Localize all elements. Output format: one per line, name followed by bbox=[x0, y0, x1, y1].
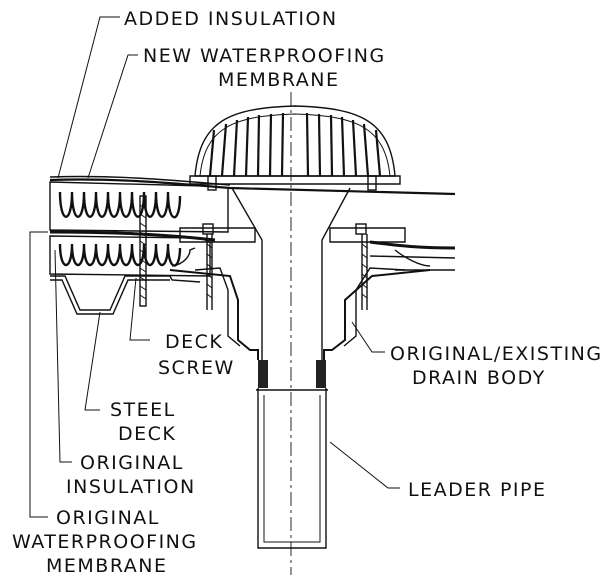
new-membrane-line bbox=[49, 178, 456, 196]
label-leader-pipe: LEADER PIPE bbox=[408, 479, 547, 501]
label-original-insulation-line2: INSULATION bbox=[66, 476, 196, 498]
label-deck-screw-line1: DECK bbox=[165, 331, 223, 353]
label-new-membrane-line1: NEW WATERPROOFING bbox=[143, 45, 386, 67]
label-drain-body-line2: DRAIN BODY bbox=[412, 367, 546, 389]
seal-right bbox=[316, 360, 326, 388]
deck-screw bbox=[139, 195, 147, 307]
steel-deck-profile bbox=[50, 275, 201, 311]
dome-strainer bbox=[189, 105, 401, 191]
drain-insert bbox=[231, 187, 351, 360]
leader-lines bbox=[29, 16, 400, 518]
label-new-membrane-line2: MEMBRANE bbox=[218, 69, 339, 91]
leader-pipe bbox=[256, 388, 328, 549]
label-added-insulation: ADDED INSULATION bbox=[124, 8, 338, 30]
label-steel-deck-line1: STEEL bbox=[110, 399, 176, 421]
existing-drain-body bbox=[169, 247, 431, 360]
original-membrane-line bbox=[49, 230, 216, 242]
label-original-insulation-line1: ORIGINAL bbox=[80, 452, 184, 474]
label-original-membrane-line2: WATERPROOFING bbox=[12, 531, 198, 553]
label-deck-screw-line2: SCREW bbox=[158, 357, 235, 379]
drain-flange bbox=[179, 223, 406, 310]
label-drain-body-line1: ORIGINAL/EXISTING bbox=[390, 343, 603, 365]
label-steel-deck-line2: DECK bbox=[118, 423, 176, 445]
seal-left bbox=[258, 360, 268, 388]
label-original-membrane-line3: MEMBRANE bbox=[46, 555, 167, 575]
added-insulation-block bbox=[49, 181, 229, 233]
label-original-membrane-line1: ORIGINAL bbox=[56, 507, 160, 529]
